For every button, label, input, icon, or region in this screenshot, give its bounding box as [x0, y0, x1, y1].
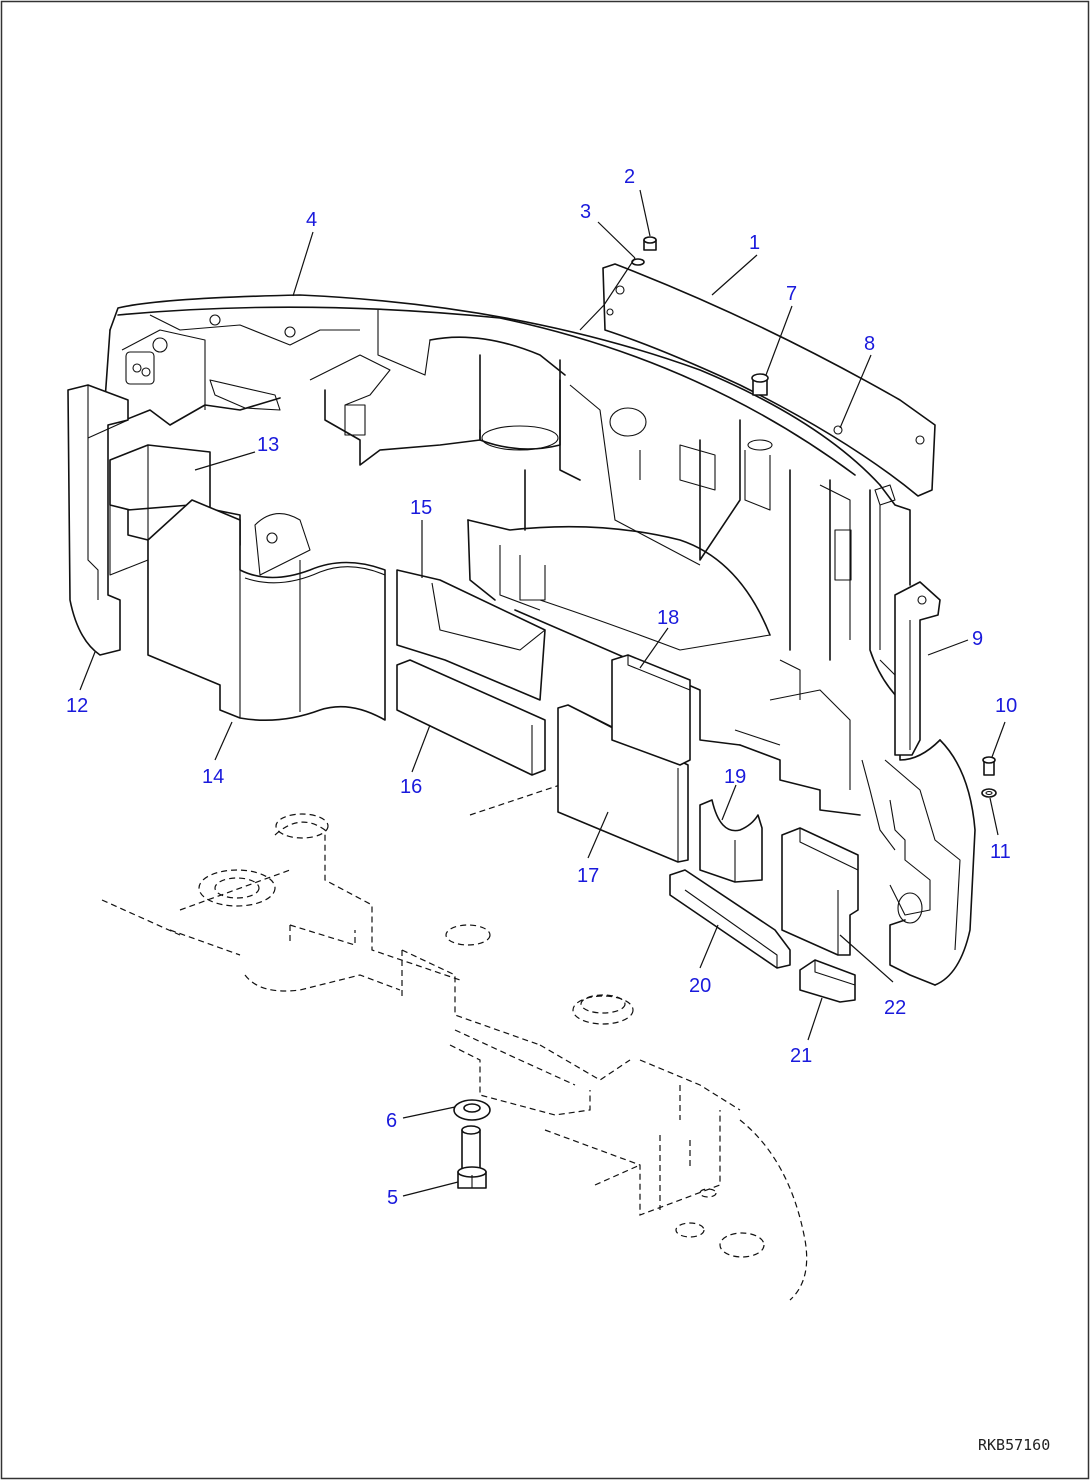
callout-16: 16 [400, 776, 422, 798]
block-21 [799, 959, 856, 1003]
callout-19: 19 [724, 766, 746, 788]
callout-18: 18 [657, 607, 679, 629]
callout-9: 9 [972, 628, 983, 650]
callout-21: 21 [790, 1045, 812, 1067]
callout-13: 13 [257, 434, 279, 456]
block-22 [781, 827, 859, 956]
callout-22: 22 [884, 997, 906, 1019]
callout-1: 1 [749, 232, 760, 254]
bolt-7 [751, 373, 769, 396]
callout-15: 15 [410, 497, 432, 519]
callout-5: 5 [387, 1187, 398, 1209]
pad-16 [396, 659, 546, 776]
callout-8: 8 [864, 333, 875, 355]
callout-2: 2 [624, 166, 635, 188]
bar-20 [669, 869, 791, 969]
top-cover-plate [602, 263, 936, 497]
callout-4: 4 [306, 209, 317, 231]
callout-11: 11 [990, 841, 1011, 863]
bolt-10 [982, 756, 996, 776]
washer-11 [981, 788, 997, 798]
callout-7: 7 [786, 283, 797, 305]
pad-19 [699, 799, 763, 883]
callout-14: 14 [202, 766, 224, 788]
callout-12: 12 [66, 695, 88, 717]
pad-17 [557, 704, 689, 863]
bolt-5 [457, 1125, 487, 1189]
leader-lines [79, 189, 1006, 1197]
callout-20: 20 [689, 975, 711, 997]
callout-3: 3 [580, 201, 591, 223]
callout-10: 10 [995, 695, 1017, 717]
panel-14 [147, 499, 386, 722]
callout-6: 6 [386, 1110, 397, 1132]
bracket-9 [874, 484, 941, 756]
pad-15 [396, 569, 546, 701]
washer-6 [453, 1099, 491, 1121]
pad-12 [67, 384, 129, 656]
pad-18 [611, 654, 691, 766]
callout-17: 17 [577, 865, 599, 887]
bolt-2 [643, 236, 657, 251]
drawing-reference: RKB57160 [978, 1436, 1050, 1454]
callout-labels: 1 2 3 4 5 6 7 8 9 10 11 12 13 14 15 16 1… [66, 166, 1017, 1209]
revolving-frame-outline [101, 784, 808, 1301]
